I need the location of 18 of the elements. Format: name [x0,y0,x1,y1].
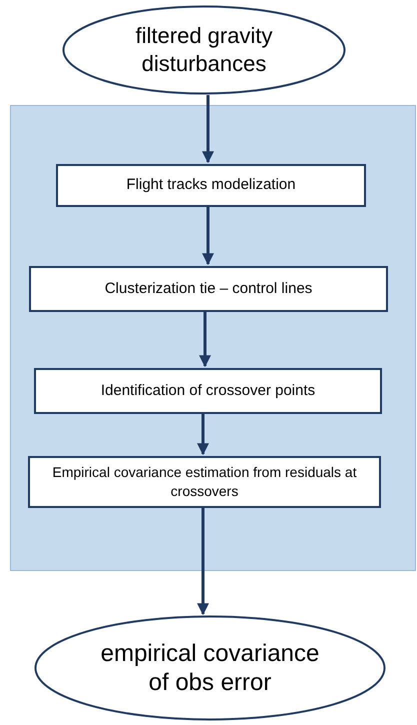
terminal-label: empirical covariance of obs error [100,639,320,697]
arrow [199,311,211,368]
process-label: Clusterization tie – control lines [104,278,314,299]
process-label: Empirical covariance estimation from residuals at crossovers [51,463,358,501]
arrow [197,413,209,456]
arrow [202,95,214,164]
terminal-ellipse [34,615,386,721]
terminal-ellipse [62,5,346,95]
process-box [34,368,382,414]
process-label: Flight tracks modelization [125,175,297,196]
group-panel [10,105,416,571]
process-box [28,456,381,508]
process-box [56,164,366,207]
process-label: Identification of crossover points [100,380,316,401]
arrow [197,507,209,616]
process-box [29,266,388,312]
arrow [202,206,214,266]
terminal-label: filtered gravity disturbances [134,22,274,78]
